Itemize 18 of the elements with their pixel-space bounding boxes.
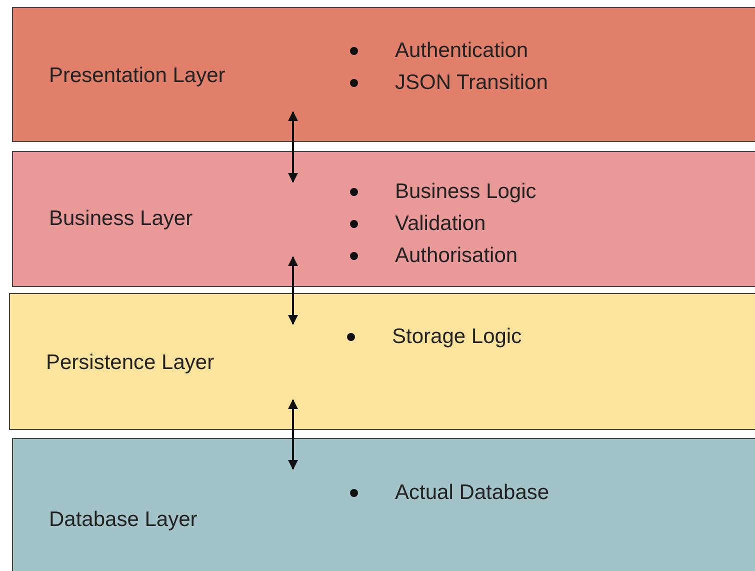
layer-name: Persistence Layer xyxy=(46,351,214,375)
double-arrow xyxy=(288,256,298,325)
layer-name: Presentation Layer xyxy=(49,64,226,88)
bullet-item: Authentication xyxy=(346,35,548,67)
bullet-item: Storage Logic xyxy=(343,321,522,353)
layer-band xyxy=(9,293,755,430)
layer-name: Business Layer xyxy=(49,207,193,231)
bullet-item: Validation xyxy=(346,208,536,240)
layer-band xyxy=(12,7,755,142)
layer-band xyxy=(12,151,755,287)
layer-name: Database Layer xyxy=(49,508,198,532)
layer-band xyxy=(12,438,755,571)
bullet-item: Business Logic xyxy=(346,176,536,208)
double-arrow xyxy=(288,111,298,183)
bullet-item: JSON Transition xyxy=(346,67,548,99)
double-arrow xyxy=(288,399,298,470)
bullet-item: Actual Database xyxy=(346,477,550,509)
bullet-item: Authorisation xyxy=(346,240,536,272)
